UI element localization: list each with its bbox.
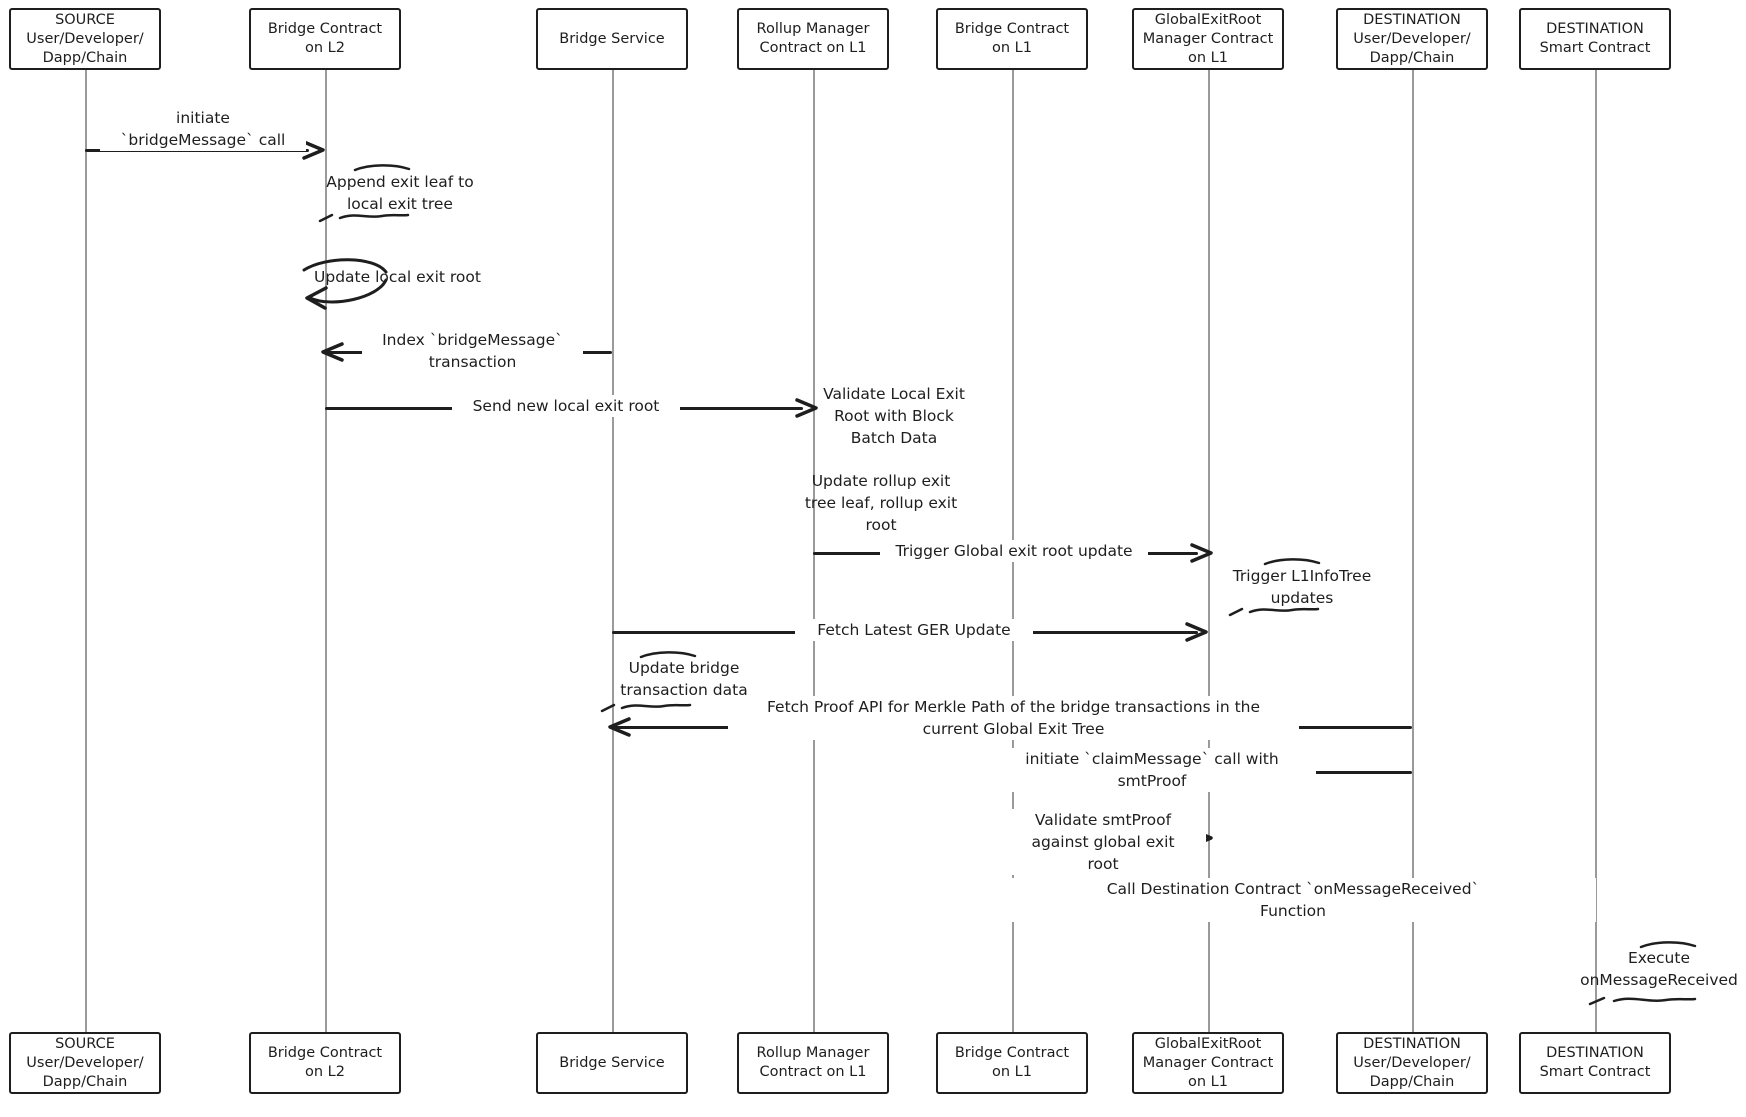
actor-top-rollup-manager: Rollup Manager Contract on L1: [737, 8, 889, 70]
arrowhead-left-icon: [608, 717, 631, 737]
message-call-onmessagereceived-label: Call Destination Contract `onMessageRece…: [990, 878, 1596, 922]
self-loop-update-local-exit-root-label: Update local exit root: [314, 268, 481, 286]
overline-decoration: [1639, 941, 1697, 949]
note-validate-local-exit-root: Validate Local Exit Root with Block Batc…: [823, 385, 965, 447]
actor-top-source-user: SOURCE User/Developer/ Dapp/Chain: [9, 8, 161, 70]
actor-top-bridge-contract-l2: Bridge Contract on L2: [249, 8, 401, 70]
actor-bottom-bridge-contract-l1: Bridge Contract on L1: [936, 1032, 1088, 1094]
actor-top-destination-user: DESTINATION User/Developer/ Dapp/Chain: [1336, 8, 1488, 70]
message-index-bridgemessage-label: Index `bridgeMessage` transaction: [362, 329, 583, 373]
message-fetch-latest-ger-label: Fetch Latest GER Update: [795, 619, 1033, 641]
note-trigger-l1infotree-updates: Trigger L1InfoTree updates: [1232, 567, 1372, 607]
message-initiate-bridgemessage-label: initiate `bridgeMessage` call: [100, 107, 306, 151]
actor-bottom-bridge-contract-l2: Bridge Contract on L2: [249, 1032, 401, 1094]
lifeline-source-user: [85, 70, 87, 1032]
actor-bottom-source-user: SOURCE User/Developer/ Dapp/Chain: [9, 1032, 161, 1094]
actor-bottom-bridge-service: Bridge Service: [536, 1032, 688, 1094]
arrowhead-left-icon: [321, 342, 344, 362]
actor-top-globalexitroot-manager: GlobalExitRoot Manager Contract on L1: [1132, 8, 1284, 70]
squiggle-decoration: [1588, 996, 1697, 1006]
note-update-rollup-exit-tree: Update rollup exit tree leaf, rollup exi…: [804, 472, 958, 534]
lifeline-destination-contract: [1595, 70, 1597, 1032]
self-loop-arrow-icon: [302, 258, 388, 310]
note-append-exit-leaf: Append exit leaf to local exit tree: [326, 173, 474, 213]
actor-bottom-globalexitroot-manager: GlobalExitRoot Manager Contract on L1: [1132, 1032, 1284, 1094]
arrowhead-right-icon: [795, 398, 818, 418]
actor-top-bridge-service: Bridge Service: [536, 8, 688, 70]
message-trigger-ger-update-label: Trigger Global exit root update: [880, 540, 1148, 562]
actor-bottom-destination-user: DESTINATION User/Developer/ Dapp/Chain: [1336, 1032, 1488, 1094]
overline-decoration: [639, 651, 697, 659]
actor-bottom-rollup-manager: Rollup Manager Contract on L1: [737, 1032, 889, 1094]
overline-decoration: [1263, 558, 1321, 566]
arrowhead-right-icon: [1185, 622, 1208, 642]
squiggle-decoration: [318, 213, 410, 223]
message-validate-smtproof-label: Validate smtProof against global exit ro…: [1000, 809, 1206, 875]
lifeline-destination-user: [1412, 70, 1414, 1032]
lifeline-bridge-contract-l2: [325, 70, 327, 1032]
message-send-local-exit-root-label: Send new local exit root: [452, 395, 680, 417]
lifeline-rollup-manager: [813, 70, 815, 1032]
arrowhead-right-icon: [1190, 543, 1213, 563]
note-update-bridge-transaction-data: Update bridge transaction data: [620, 659, 748, 699]
actor-top-bridge-contract-l1: Bridge Contract on L1: [936, 8, 1088, 70]
squiggle-decoration: [1228, 607, 1320, 617]
note-execute-onmessagereceived: Execute onMessageReceived: [1580, 949, 1738, 989]
actor-bottom-destination-contract: DESTINATION Smart Contract: [1519, 1032, 1671, 1094]
squiggle-decoration: [600, 703, 692, 713]
actor-top-destination-contract: DESTINATION Smart Contract: [1519, 8, 1671, 70]
message-fetch-proof-api-label: Fetch Proof API for Merkle Path of the b…: [728, 696, 1299, 740]
overline-decoration: [353, 164, 411, 172]
lifeline-bridge-service: [612, 70, 614, 1032]
message-initiate-claimmessage-label: initiate `claimMessage` call with smtPro…: [988, 748, 1316, 792]
arrowhead-right-icon: [302, 140, 325, 160]
